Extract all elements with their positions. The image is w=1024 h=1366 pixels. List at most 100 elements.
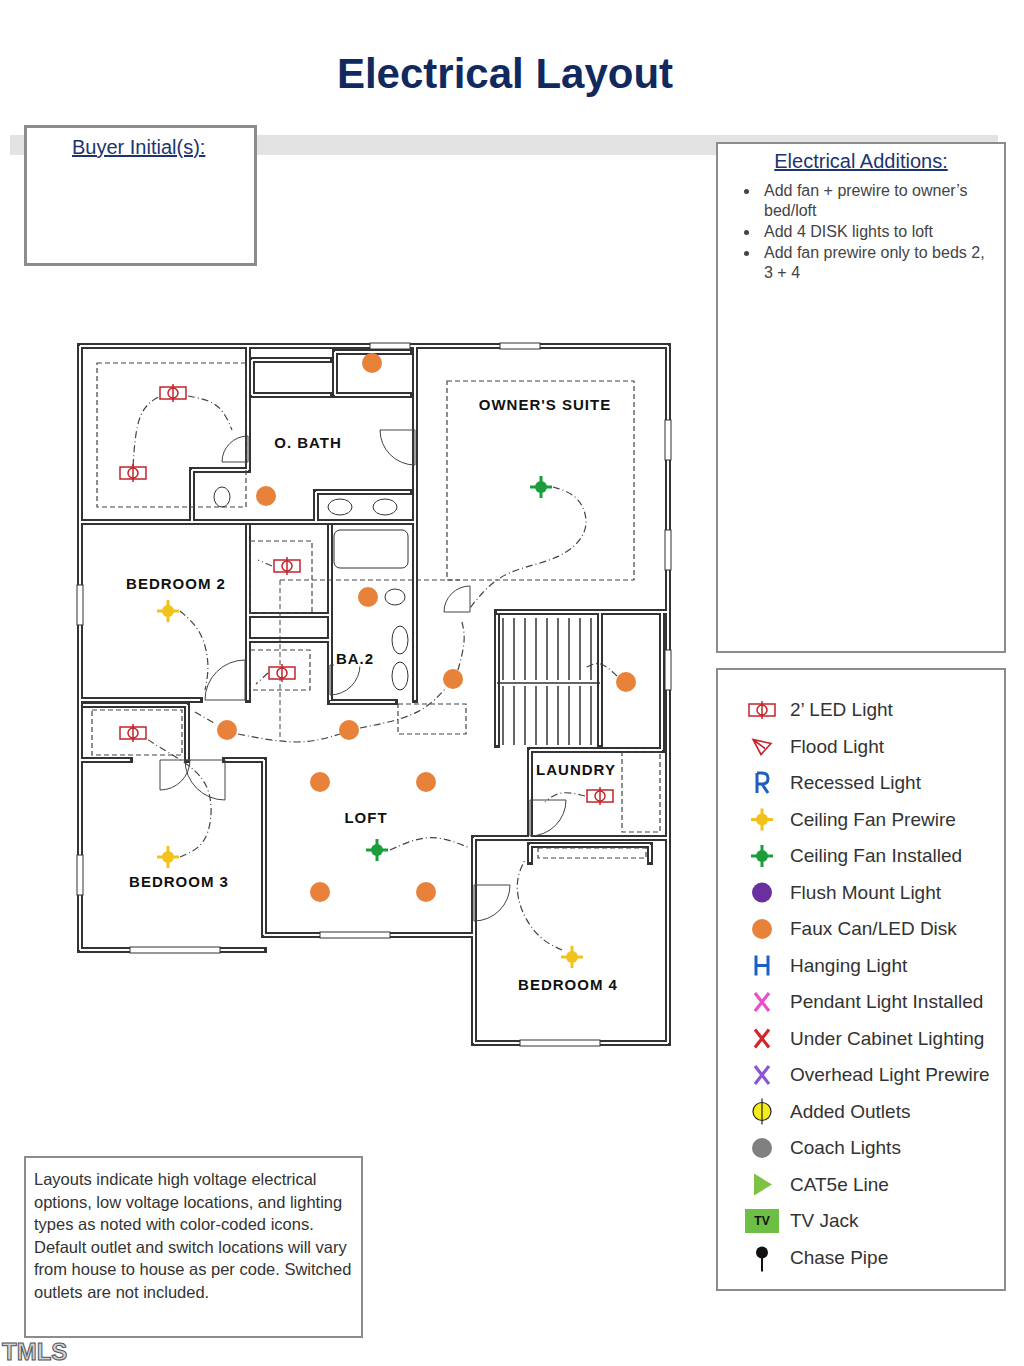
fixture <box>214 487 230 507</box>
wall <box>335 392 410 398</box>
fan-prewire-symbol <box>157 846 179 868</box>
stair-tread <box>590 618 592 680</box>
fan-prewire-symbol <box>561 946 583 968</box>
wall <box>83 702 187 708</box>
wall-core <box>474 837 668 839</box>
room-name: BEDROOM 3 <box>127 873 231 890</box>
window <box>77 855 83 895</box>
stair-tread <box>513 686 515 745</box>
wall-core <box>80 521 415 523</box>
wall <box>659 612 665 750</box>
led-disk-symbol <box>310 772 330 792</box>
wall <box>474 1040 668 1046</box>
box-heading: Layouts indicate high voltage electrical… <box>34 1168 353 1303</box>
room-name: BA.2 <box>334 650 376 667</box>
wall <box>597 612 603 745</box>
wall <box>80 757 130 763</box>
circuit-wire <box>360 688 446 728</box>
led-light-symbol <box>274 557 300 575</box>
wall-core <box>497 611 668 613</box>
buyer-initials-box: Buyer Initial(s): <box>24 125 257 266</box>
led-light-symbol <box>749 701 775 719</box>
x-symbol <box>755 1030 769 1048</box>
hanging-light-symbol <box>756 956 768 976</box>
circuit-wire <box>146 738 211 857</box>
wall-core <box>247 525 249 700</box>
legend-label: Pendant Light Installed <box>790 991 983 1013</box>
stair-tread <box>524 618 526 680</box>
led-light-symbol <box>587 787 613 805</box>
legend-label: Overhead Light Prewire <box>790 1064 990 1086</box>
room-name: BEDROOM 2 <box>124 575 228 592</box>
led-light-symbol <box>120 724 146 742</box>
fan-hub <box>162 851 174 863</box>
led-mark <box>132 724 134 742</box>
bullet-item: Add fan prewire only to beds 2, 3 + 4 <box>728 243 994 283</box>
door-swing <box>330 665 360 695</box>
led-light-symbol <box>160 384 186 402</box>
door-swing <box>205 660 245 700</box>
stair-tread <box>579 686 581 745</box>
stair-tread <box>546 686 548 745</box>
fixture <box>392 662 408 690</box>
wall-core <box>330 701 395 703</box>
x-strokes <box>755 993 769 1011</box>
stair-tread <box>579 618 581 680</box>
legend-swatch <box>752 919 772 939</box>
note-box: Layouts indicate high voltage electrical… <box>24 1156 363 1338</box>
wall-core <box>248 614 330 616</box>
wall <box>248 637 330 643</box>
wall-core <box>496 615 498 745</box>
window <box>130 947 220 953</box>
legend-label: 2’ LED Light <box>790 699 893 721</box>
circuit-wire <box>458 622 464 670</box>
window <box>665 530 671 570</box>
window <box>370 343 410 349</box>
wall-core <box>661 612 663 750</box>
fan-hub <box>756 850 768 862</box>
flood-light-symbol <box>753 740 771 755</box>
wall <box>497 609 668 615</box>
wall <box>471 838 477 1043</box>
x-strokes <box>755 1030 769 1048</box>
wall <box>261 760 267 935</box>
led-disk-symbol <box>217 720 237 740</box>
wall <box>412 612 418 700</box>
wall <box>249 360 255 395</box>
bullet-item: Add fan + prewire to owner’s bed/loft <box>728 181 994 221</box>
circuit-wire <box>188 396 232 430</box>
wall-core <box>263 760 265 935</box>
fan-hub <box>566 951 578 963</box>
legend-label: Flush Mount Light <box>790 882 941 904</box>
wall-core <box>252 359 330 361</box>
wall <box>647 845 653 862</box>
door-swing <box>530 800 566 836</box>
wall-core <box>192 469 248 471</box>
door-swing <box>222 436 248 462</box>
ceiling-outline <box>398 704 466 734</box>
fixture <box>392 626 408 654</box>
window <box>77 585 83 625</box>
legend-label: Ceiling Fan Installed <box>790 845 962 867</box>
floor-plan <box>77 343 671 1046</box>
ceiling-outline <box>447 381 634 580</box>
circuit-wire <box>256 673 268 684</box>
stair-tread <box>568 618 570 680</box>
wall <box>474 835 668 841</box>
led-mark <box>599 787 601 805</box>
wall-core <box>473 838 475 1043</box>
circuit-wire <box>517 860 562 950</box>
fan-hub <box>162 605 174 617</box>
wall-core <box>83 704 187 706</box>
fixture <box>373 499 397 515</box>
window <box>665 420 671 460</box>
box-heading: Buyer Initial(s): <box>72 136 244 159</box>
fixtures <box>214 487 408 690</box>
stair-tread <box>590 686 592 745</box>
wall-core <box>530 844 650 846</box>
door-swing <box>160 760 190 790</box>
legend-swatch <box>752 883 772 903</box>
led-disk-symbol <box>358 587 378 607</box>
wall-core <box>414 346 416 612</box>
led-disk-symbol <box>339 720 359 740</box>
